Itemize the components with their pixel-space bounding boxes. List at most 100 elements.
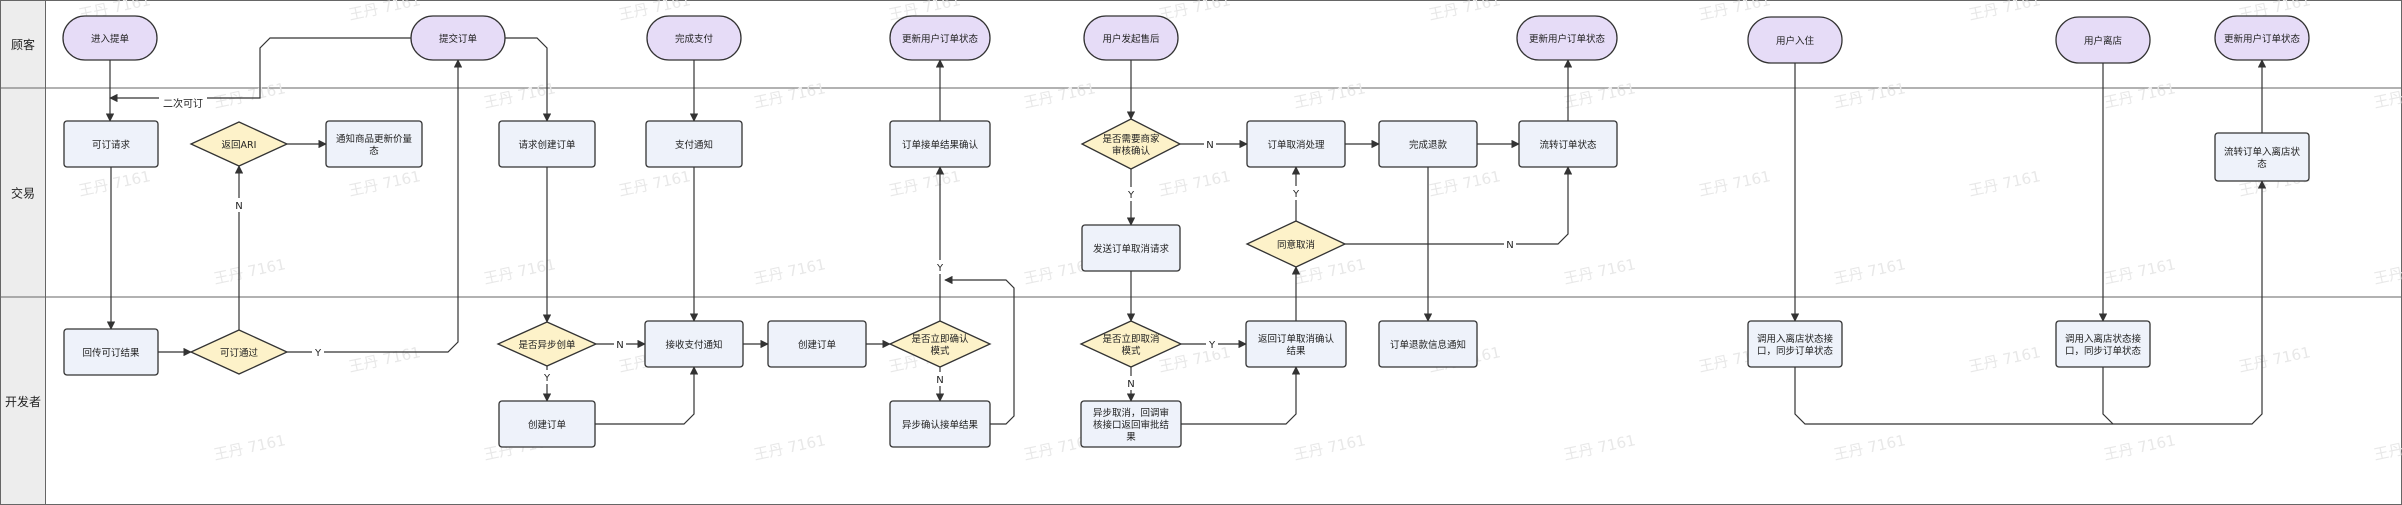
node-label: 返回订单取消确认 [1258, 333, 1335, 345]
process-shape [1080, 400, 1182, 448]
node-submit-order: 提交订单 [410, 15, 506, 61]
decision-shape [888, 320, 992, 368]
process-shape [1246, 120, 1346, 168]
no-edge-label: N [1206, 140, 1213, 151]
decision-shape [1080, 118, 1182, 170]
node-label: 态 [2257, 158, 2267, 170]
node-req-create-order: 请求创建订单 [498, 120, 596, 168]
node-label: 更新用户订单状态 [2224, 33, 2301, 45]
decision-shape [1079, 320, 1183, 368]
node-bookable: 可订通过 [189, 329, 289, 375]
edge-label-bg [233, 198, 245, 212]
lane-trade-label: 交易 [11, 186, 35, 201]
flow-arrow [505, 37, 552, 122]
edge-label-bg [1125, 187, 1137, 201]
node-user-cancel: 用户发起售后 [1083, 15, 1179, 61]
edge-label-bg [1290, 186, 1302, 200]
node-label: 回传可订结果 [82, 347, 140, 359]
flow-arrow [595, 366, 699, 425]
edge-label-bg [1204, 137, 1216, 151]
process-shape [1378, 320, 1478, 368]
node-finish-refund: 完成退款 [1378, 120, 1478, 168]
process-shape [325, 120, 423, 168]
process-shape [2214, 132, 2310, 182]
node-agree-cancel: 同意取消 [1245, 220, 1347, 268]
node-label: 流转订单状态 [1539, 139, 1597, 151]
node-label: 完成退款 [1409, 139, 1448, 151]
process-shape [645, 120, 743, 168]
flow-arrow [1181, 366, 1301, 425]
process-shape [2055, 320, 2151, 368]
node-label: 调用入离店状态接 [2065, 333, 2142, 345]
lane-customer-label: 顾客 [11, 37, 35, 52]
node-label: 更新用户订单状态 [1529, 33, 1606, 45]
node-label: 创建订单 [798, 339, 837, 351]
process-shape [1378, 120, 1478, 168]
edge-label-bg [614, 337, 626, 351]
node-recv-pay-notify: 接收支付通知 [644, 320, 744, 368]
process-shape [767, 320, 867, 368]
node-label: 进入提单 [91, 33, 130, 45]
node-enter-booking: 进入提单 [62, 15, 158, 61]
flow-arrow [944, 275, 1015, 425]
node-label: 结果 [1286, 345, 1306, 357]
node-label: 异步取消，回调审 [1093, 407, 1169, 419]
node-update-status-3: 更新用户订单状态 [2214, 15, 2310, 61]
node-label: 订单取消处理 [1267, 139, 1325, 151]
terminal-shape [889, 15, 991, 61]
flow-arrow [1345, 166, 1573, 245]
edge-label-bg [934, 260, 946, 274]
node-label: 用户发起售后 [1102, 33, 1160, 45]
node-label: 流转订单入离店状 [2224, 146, 2301, 158]
flow-arrow [287, 59, 463, 353]
node-update-status-2: 更新用户订单状态 [1516, 15, 1618, 61]
node-label: 口，同步订单状态 [2065, 345, 2142, 357]
node-label: 支付通知 [675, 139, 713, 151]
node-label: 是否需要商家 [1102, 133, 1160, 145]
node-cancel-process: 订单取消处理 [1246, 120, 1346, 168]
edge-label-bg [1504, 237, 1516, 251]
node-label: 模式 [1121, 345, 1141, 357]
terminal-shape [2214, 15, 2310, 61]
node-label: 是否立即取消 [1102, 333, 1159, 345]
node-booking-request: 可订请求 [63, 120, 159, 168]
node-label: 订单接单结果确认 [902, 139, 979, 151]
process-shape [1518, 120, 1618, 168]
node-label: 请求创建订单 [518, 139, 576, 151]
node-label: 同意取消 [1277, 239, 1315, 251]
decision-shape [1245, 220, 1347, 268]
edge-label-bg [159, 96, 207, 110]
no-edge-label: N [235, 201, 242, 212]
node-label: 可订通过 [220, 347, 259, 359]
process-shape [889, 120, 991, 168]
node-finish-pay: 完成支付 [646, 15, 742, 61]
node-return-ari: 返回ARI [189, 121, 289, 167]
process-shape [1081, 224, 1181, 272]
node-label: 返回ARI [222, 139, 257, 151]
node-label: 用户入住 [1776, 35, 1815, 47]
edge-label-bg [1125, 376, 1137, 390]
decision-shape [189, 121, 289, 167]
node-label: 可订请求 [92, 139, 131, 151]
process-shape [63, 120, 159, 168]
node-label: 口，同步订单状态 [1757, 345, 1834, 357]
process-shape [498, 400, 596, 448]
node-label: 是否异步创单 [518, 339, 576, 351]
no-edge-label: N [1127, 379, 1134, 390]
lane-header-column [0, 0, 46, 505]
terminal-shape [2055, 16, 2151, 64]
no-edge-label: N [936, 375, 943, 386]
process-shape [644, 320, 744, 368]
node-label: 通知商品更新价量 [336, 133, 413, 145]
terminal-shape [1747, 16, 1843, 64]
terminal-shape [1516, 15, 1618, 61]
node-label: 态 [369, 145, 379, 157]
process-shape [1245, 320, 1347, 368]
node-create-order-1: 创建订单 [498, 400, 596, 448]
